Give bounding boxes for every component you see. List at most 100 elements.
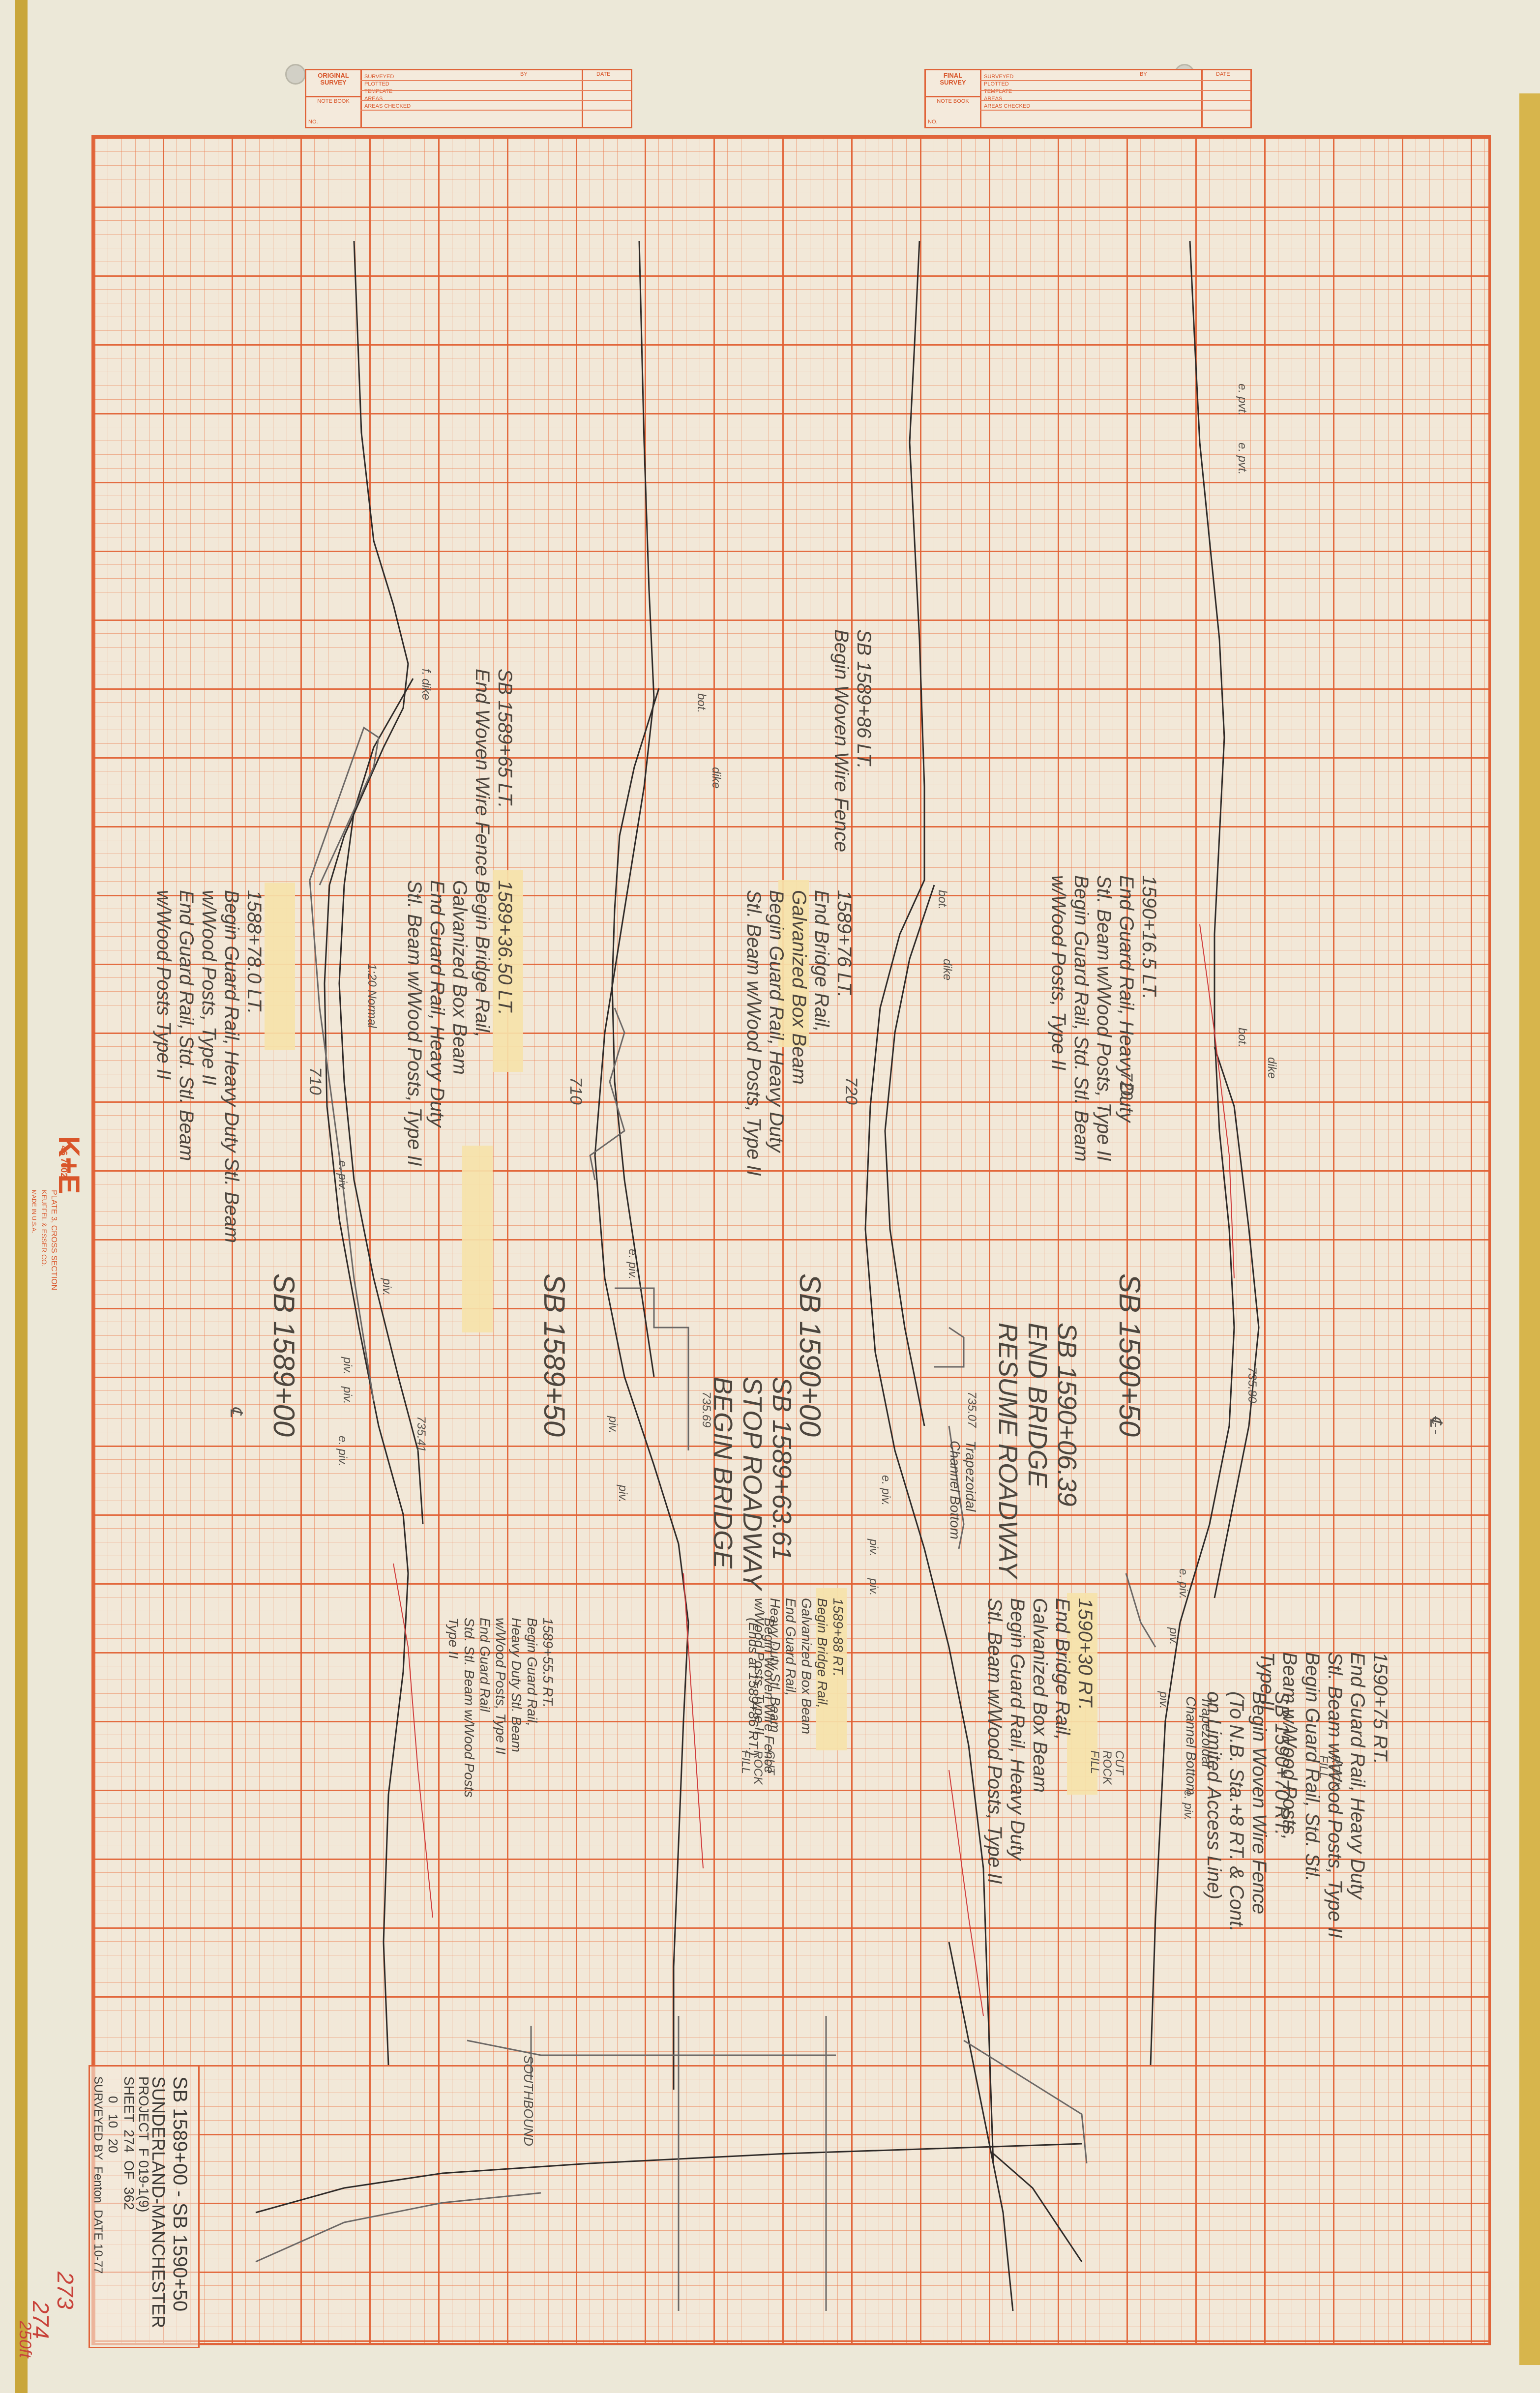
profile-line-light xyxy=(309,726,380,1402)
fill-label: FILL xyxy=(1088,1750,1101,1774)
profile-line xyxy=(864,240,994,2164)
no-label: NO. xyxy=(308,119,318,125)
piv-label: piv. xyxy=(380,1278,393,1296)
row-label: PLOTTED xyxy=(984,81,1009,87)
note-book-label: NOTE BOOK xyxy=(306,96,360,104)
piv-label: piv. xyxy=(606,1416,620,1434)
piv-label: piv. xyxy=(1157,1691,1170,1709)
dike-label: f. dike xyxy=(419,669,433,701)
profile-line xyxy=(993,2153,1083,2262)
annotation: 1590+16.5 LT. End Guard Rail, Heavy Duty… xyxy=(1048,875,1160,1162)
sheet-note-red: 273 xyxy=(53,2272,78,2309)
red-profile-line xyxy=(948,1770,984,2016)
profile-line xyxy=(948,1942,1014,2311)
edge-piv-label: e. piv. xyxy=(626,1249,639,1280)
fill-label: FILL xyxy=(739,1750,752,1774)
red-profile-line xyxy=(1199,924,1235,1279)
row-label: SURVEYED xyxy=(364,74,394,80)
piv-label: piv. xyxy=(616,1485,629,1503)
profile-line xyxy=(1214,1047,1260,1598)
centerline-symbol: ℄ xyxy=(1426,1416,1445,1427)
edge-pvt-label: e. pvt. xyxy=(1236,384,1249,416)
piv-label: piv. xyxy=(867,1578,880,1596)
original-survey-box: ORIGINAL SURVEY NOTE BOOK NO. SURVEYED P… xyxy=(305,69,632,128)
cut-label: CUT xyxy=(1113,1750,1126,1775)
red-profile-line xyxy=(683,1573,704,1869)
date-header: DATE xyxy=(1216,71,1230,77)
divider xyxy=(980,110,1250,111)
divider xyxy=(1201,70,1203,127)
edge-piv-label: e. piv. xyxy=(336,1436,349,1467)
cross-section-grid xyxy=(91,135,1491,2345)
piv-label: piv. xyxy=(1167,1627,1180,1645)
profile-line xyxy=(338,678,424,1525)
normal-label: 1:20 Normal xyxy=(365,964,379,1028)
profile-line-light xyxy=(1125,1573,1156,1648)
title-scale: 0 10 20 xyxy=(106,2096,120,2153)
profile-line xyxy=(884,885,935,1426)
final-survey-title: FINAL SURVEY xyxy=(940,72,966,86)
title-project-number: PROJECT F 019-1(9) xyxy=(136,2076,151,2213)
divider xyxy=(360,80,631,81)
bot-label: bot. xyxy=(936,890,949,910)
bot-label: bot. xyxy=(1236,1028,1249,1048)
grade-value: 735.69 xyxy=(700,1391,713,1428)
elevation-label: 720 xyxy=(842,1077,860,1105)
rock-label: ROCK xyxy=(1100,1750,1114,1785)
row-label: AREAS CHECKED xyxy=(984,103,1031,109)
original-survey-title: ORIGINAL SURVEY xyxy=(318,72,349,86)
divider xyxy=(980,80,1250,81)
station-note: SB 1589+63.61 STOP ROADWAY BEGIN BRIDGE xyxy=(708,1377,797,1590)
divider xyxy=(980,90,1250,91)
grade-value: 735.41 xyxy=(415,1416,428,1452)
tape-strip xyxy=(1067,1593,1097,1795)
profile-line-light xyxy=(948,1425,965,1549)
elevation-label: 720 xyxy=(1117,1072,1136,1100)
tape-strip xyxy=(265,883,295,1050)
edge-piv-label: e. piv. xyxy=(1177,1568,1190,1599)
sheet-note-red: 250ft xyxy=(16,2321,34,2358)
elevation-label: 710 xyxy=(566,1077,585,1105)
profile-line-light xyxy=(963,2039,1088,2164)
station-label: SB 1589+50 xyxy=(538,1273,571,1437)
station-label: SB 1589+00 xyxy=(267,1273,300,1437)
title-stations: SB 1589+00 - SB 1590+50 xyxy=(169,2076,191,2312)
edge-pvt-label: e. pvt. xyxy=(1236,443,1249,475)
tape-strip xyxy=(778,880,809,1047)
profile-line xyxy=(594,240,689,2090)
row-label: SURVEYED xyxy=(984,74,1014,80)
profile-line-light xyxy=(467,2039,836,2056)
station-label: SB 1590+50 xyxy=(1113,1273,1146,1437)
centerline-symbol: ℄ xyxy=(227,1406,245,1417)
by-header: BY xyxy=(520,71,528,77)
annotation: SB 1589+86 LT. Begin Woven Wire Fence xyxy=(830,629,875,853)
sheet-right-edge xyxy=(1519,93,1540,2365)
divider xyxy=(360,100,631,101)
title-surveyed: SURVEYED BY Fenton DATE 10-77 xyxy=(91,2076,105,2274)
title-sheet-number: SHEET 274 OF 362 xyxy=(121,2076,137,2210)
profile-line-light xyxy=(255,2192,541,2263)
grade-value: 735.80 xyxy=(1245,1367,1259,1403)
divider xyxy=(360,110,631,111)
piv-label: piv. xyxy=(867,1539,880,1557)
dike-label: dike xyxy=(710,767,723,789)
divider xyxy=(980,100,1250,101)
profile-line-light xyxy=(934,1327,965,1368)
tape-strip xyxy=(816,1588,847,1750)
no-label: NO. xyxy=(928,119,938,125)
fill-label: FILL xyxy=(1317,1755,1330,1779)
edge-piv-label: e. piv. xyxy=(336,1160,349,1191)
grade-value: 735.07 xyxy=(965,1391,978,1428)
annotation: 1589+55.5 RT. Begin Guard Rail, Heavy Du… xyxy=(446,1618,556,1798)
channel-label: Trapezoidal Channel Bottom xyxy=(1184,1696,1214,1795)
note-book-label: NOTE BOOK xyxy=(926,96,980,104)
divider xyxy=(582,70,583,127)
binder-hole xyxy=(285,64,306,85)
annotation: 1589+36.50 LT. Begin Bridge Rail, Galvan… xyxy=(404,880,516,1166)
row-label: PLOTTED xyxy=(364,81,389,87)
southbound-label: SOUTHBOUND xyxy=(521,2055,536,2146)
annotation: 1588+78.0 LT. Begin Guard Rail, Heavy Du… xyxy=(153,890,265,1243)
channel-label: Trapezoidal Channel Bottom xyxy=(948,1441,978,1539)
row-label: AREAS CHECKED xyxy=(364,103,411,109)
by-header: BY xyxy=(1140,71,1147,77)
